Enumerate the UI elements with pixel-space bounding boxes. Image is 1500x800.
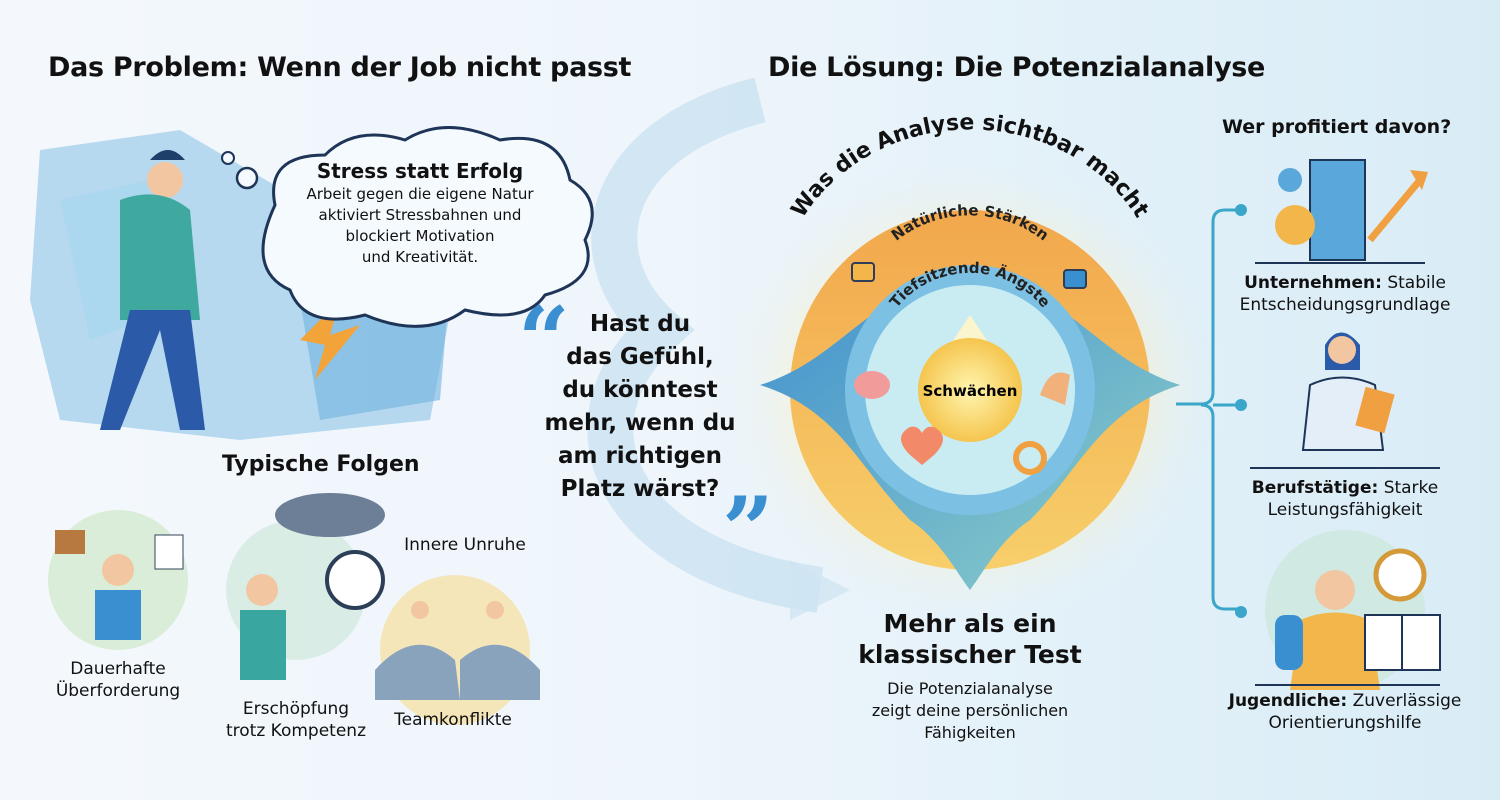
caption-line: Teamkonflikte bbox=[394, 710, 512, 730]
test-text-line: Die Potenzialanalyse bbox=[887, 679, 1053, 698]
question-lock-icon bbox=[1063, 269, 1087, 289]
caption-line: trotz Kompetenz bbox=[225, 721, 366, 741]
beneficiary-label: Unternehmen: bbox=[1244, 273, 1382, 293]
beneficiary-professionals: Berufstätige: Starke Leistungsfähigkeit bbox=[1215, 477, 1475, 521]
beneficiary-youth: Jugendliche: Zuverlässige Orientierungsh… bbox=[1210, 690, 1480, 734]
quote-line: Platz wärst? bbox=[560, 476, 720, 502]
test-section: Mehr als ein klassischer Test Die Potenz… bbox=[820, 608, 1120, 744]
close-quote-mark: ” bbox=[722, 477, 774, 583]
beneficiary-text: Zuverlässige bbox=[1352, 691, 1462, 711]
quote-line: du könntest bbox=[562, 377, 718, 403]
consequence-exhaustion: Erschöpfung trotz Kompetenz bbox=[216, 698, 376, 742]
beneficiary-text: Entscheidungsgrundlage bbox=[1239, 295, 1451, 315]
quote-line: mehr, wenn du bbox=[544, 410, 736, 436]
lock-icon bbox=[851, 262, 875, 282]
caption-line: Innere Unruhe bbox=[404, 535, 526, 555]
open-quote-mark: “ bbox=[518, 287, 570, 393]
quote-line: das Gefühl, bbox=[566, 344, 714, 370]
beneficiaries-title: Wer profitiert davon? bbox=[1222, 116, 1452, 138]
beneficiary-text: Leistungsfähigkeit bbox=[1267, 500, 1423, 520]
muscle-icon bbox=[1040, 372, 1070, 405]
flow-arrow bbox=[587, 77, 824, 613]
test-heading-line: Mehr als ein bbox=[883, 609, 1057, 638]
beneficiary-text: Stabile bbox=[1387, 273, 1446, 293]
test-text-line: Fähigkeiten bbox=[924, 723, 1016, 742]
consequence-team-conflicts: Teamkonflikte bbox=[373, 709, 533, 731]
professional-woman-illustration bbox=[1250, 332, 1440, 469]
bubble-line: blockiert Motivation bbox=[345, 227, 495, 245]
bubble-line: und Kreativität. bbox=[361, 248, 479, 266]
central-question: Hast du das Gefühl, du könntest mehr, we… bbox=[540, 308, 740, 506]
problem-title: Das Problem: Wenn der Job nicht passt bbox=[48, 52, 632, 83]
brain-icon bbox=[854, 371, 890, 399]
clock-icon bbox=[325, 550, 385, 610]
gear-icon bbox=[1013, 441, 1047, 475]
center-label-weaknesses: Schwächen bbox=[923, 382, 1018, 400]
beneficiary-label: Jugendliche: bbox=[1228, 691, 1348, 711]
stress-bubble-text: Stress statt Erfolg Arbeit gegen die eig… bbox=[285, 158, 555, 268]
caption-line: Dauerhafte bbox=[70, 659, 166, 679]
consequences-title: Typische Folgen bbox=[222, 452, 420, 477]
caption-line: Erschöpfung bbox=[242, 699, 350, 719]
heart-icon bbox=[901, 426, 943, 465]
consequence-overload: Dauerhafte Überforderung bbox=[38, 658, 198, 702]
test-text-line: zeigt deine persönlichen bbox=[871, 701, 1069, 720]
beneficiary-text: Orientierungshilfe bbox=[1268, 713, 1422, 733]
quote-line: Hast du bbox=[589, 311, 691, 337]
consequence-unrest: Innere Unruhe bbox=[385, 534, 545, 556]
caption-line: Überforderung bbox=[55, 681, 181, 701]
analysis-diagram: Was die Analyse sichtbar macht Natürlich… bbox=[710, 110, 1230, 630]
quote-line: am richtigen bbox=[557, 443, 723, 469]
student-illustration bbox=[1255, 530, 1441, 690]
compass-icon bbox=[1373, 548, 1427, 602]
beneficiary-label: Berufstätige: bbox=[1251, 478, 1379, 498]
solution-title: Die Lösung: Die Potenzialanalyse bbox=[768, 52, 1266, 83]
bubble-line: aktiviert Stressbahnen und bbox=[318, 206, 522, 224]
company-building-icon bbox=[1255, 159, 1428, 264]
bubble-line: Arbeit gegen die eigene Natur bbox=[306, 185, 534, 203]
thought-bubble bbox=[261, 126, 594, 328]
beneficiary-text: Starke bbox=[1383, 478, 1439, 498]
test-heading-line: klassischer Test bbox=[858, 640, 1082, 669]
bubble-heading: Stress statt Erfolg bbox=[316, 159, 524, 183]
beneficiary-companies: Unternehmen: Stabile Entscheidungsgrundl… bbox=[1215, 272, 1475, 316]
